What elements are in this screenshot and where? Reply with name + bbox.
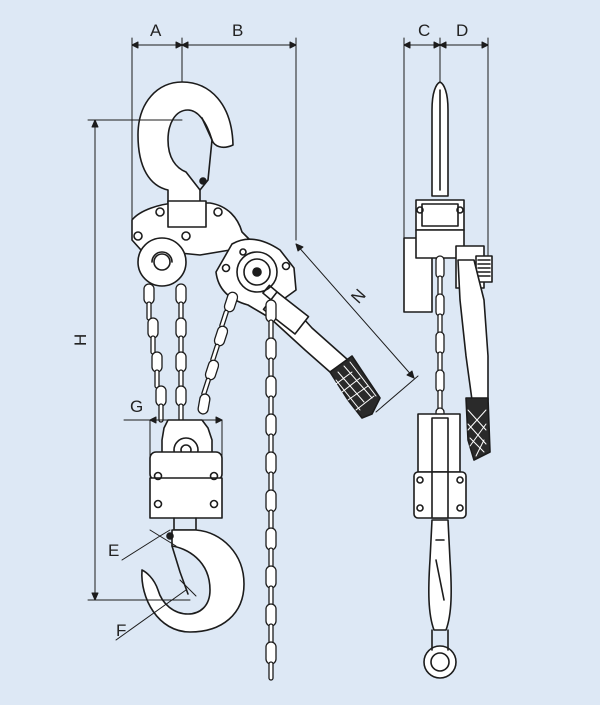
side-chain bbox=[435, 255, 445, 431]
side-lever bbox=[457, 259, 491, 461]
top-hook bbox=[137, 81, 234, 207]
dim-label-h: H bbox=[71, 334, 90, 346]
slack-chain bbox=[265, 299, 277, 681]
load-chain-right bbox=[197, 291, 239, 415]
dim-label-d: D bbox=[456, 21, 468, 40]
bottom-block bbox=[149, 419, 223, 531]
dim-label-f: F bbox=[116, 621, 126, 640]
top-body bbox=[131, 200, 251, 287]
dim-label-e: E bbox=[108, 541, 119, 560]
dimension-lines bbox=[87, 37, 489, 641]
side-bottom-hook bbox=[423, 519, 457, 679]
dim-label-g: G bbox=[130, 397, 143, 416]
load-chain-middle bbox=[175, 283, 187, 423]
dimension-text: A B C D H N G E F bbox=[71, 21, 468, 640]
dim-label-c: C bbox=[418, 21, 430, 40]
lever-handle bbox=[215, 238, 381, 419]
bottom-hook bbox=[141, 529, 245, 633]
side-bottom-block bbox=[413, 413, 467, 519]
side-view bbox=[403, 81, 493, 679]
dim-label-a: A bbox=[150, 21, 162, 40]
dim-label-b: B bbox=[232, 21, 243, 40]
front-view bbox=[131, 81, 381, 681]
dim-label-n: N bbox=[347, 285, 369, 307]
load-chain-left bbox=[143, 283, 167, 423]
